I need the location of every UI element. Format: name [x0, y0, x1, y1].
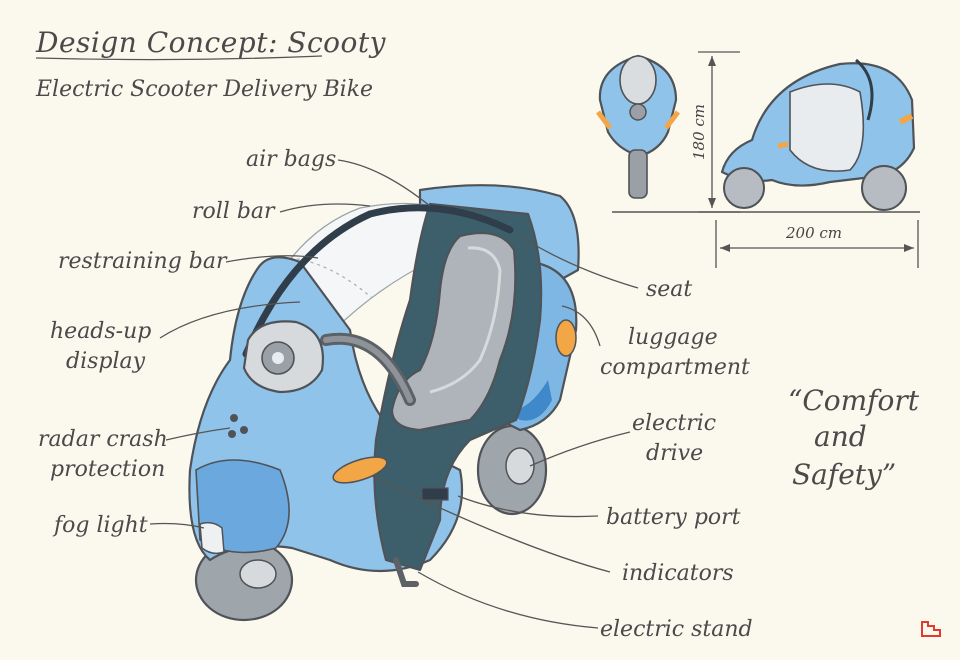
quote-line1: “Comfort — [788, 384, 920, 417]
length-label: 200 cm — [785, 224, 842, 242]
leader-lines — [149, 159, 639, 629]
label-heads-up-line1: heads-up — [50, 319, 151, 344]
label-battery-port: battery port — [606, 505, 741, 530]
side-view-sketch — [720, 58, 916, 211]
right-labels: seat luggage compartment electric drive … — [600, 277, 753, 642]
label-fog-light: fog light — [52, 513, 148, 538]
label-drive-line1: electric — [632, 411, 716, 436]
tagline-quote: “Comfort and Safety” — [788, 384, 920, 491]
title-underline — [35, 55, 323, 61]
label-indicators: indicators — [622, 561, 734, 586]
label-heads-up-line2: display — [66, 349, 146, 374]
label-radar-line2: protection — [50, 457, 165, 482]
label-radar-line1: radar crash — [38, 427, 168, 452]
label-restraining-bar: restraining bar — [58, 249, 228, 274]
quote-line3: Safety” — [792, 458, 896, 491]
height-label: 180 cm — [690, 104, 708, 160]
page-title: Design Concept: Scooty — [35, 26, 387, 59]
label-roll-bar: roll bar — [192, 199, 276, 224]
left-labels: air bags roll bar restraining bar heads-… — [38, 147, 336, 538]
label-drive-line2: drive — [646, 441, 703, 466]
label-air-bags: air bags — [246, 147, 336, 172]
front-view-sketch — [596, 54, 680, 199]
label-electric-stand: electric stand — [600, 617, 753, 642]
page-subtitle: Electric Scooter Delivery Bike — [35, 77, 373, 102]
quote-line2: and — [814, 420, 867, 453]
label-luggage-line1: luggage — [628, 325, 718, 350]
label-seat: seat — [646, 277, 692, 302]
scooter-illustration — [188, 184, 580, 622]
label-luggage-line2: compartment — [600, 355, 750, 380]
corner-logo-icon — [921, 621, 941, 637]
length-dimension: 200 cm — [715, 220, 919, 268]
